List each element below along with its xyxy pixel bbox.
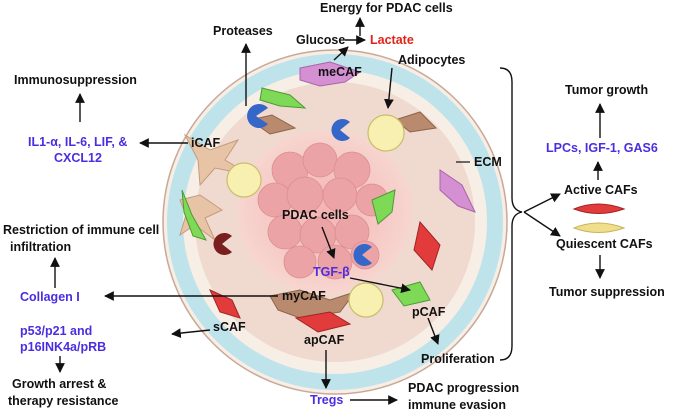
protease-icon [247,104,268,128]
icaf-label: iCAF [191,136,221,150]
adipocyte [226,162,262,198]
adipocytes-label: Adipocytes [398,53,465,67]
cytokines-label-line2: CXCL12 [54,151,102,165]
active-cafs-label: Active CAFs [564,183,638,197]
pdac-to-tgfb-arrow [321,226,336,259]
mecaf-to-glucose-arrow [333,46,349,61]
proliferation-label: Proliferation [421,352,495,366]
protease-icon [213,233,232,255]
p53-label-line1: p53/p21 and [20,324,92,338]
quiescent-cafs-label: Quiescent CAFs [556,237,653,251]
pdac-cells-label: PDAC cells [282,208,349,222]
tgfb-to-pcaf-arrow [349,277,411,294]
proteases-label: Proteases [213,24,273,38]
scaf-label: sCAF [213,320,246,334]
tumor-microenvironment [162,49,508,395]
pdac-progression-label-line2: immune evasion [408,398,506,411]
mycaf-label: myCAF [282,289,326,303]
scaf-to-p53-arrow [171,328,211,338]
quiescent-caf-icon [572,222,626,233]
adipocytes-arrow [384,67,394,109]
growth-arrest-label-line2: therapy resistance [8,394,119,408]
tgfb-label: TGF-β [313,265,350,279]
restriction-label-line2: infiltration [10,240,71,254]
adipocyte [367,114,405,152]
protease-icon [331,119,350,141]
tumor-suppression-label: Tumor suppression [549,285,665,299]
tumor-growth-label: Tumor growth [565,83,648,97]
ecm-fiber-ring [167,54,503,390]
collagen-label: Collagen I [20,290,80,304]
lactate-label: Lactate [370,33,414,47]
glucose-label: Glucose [296,33,345,47]
restriction-label-line1: Restriction of immune cell [3,223,159,237]
apcaf-cells [208,220,441,333]
cytokines-label-line1: IL1-α, IL-6, LIF, & [28,135,127,149]
protease-icons [213,104,372,266]
growth-arrest-label-line1: Growth arrest & [12,377,106,391]
adipocyte [348,282,384,318]
brace-to-quiescent-arrow [523,211,561,237]
immunosuppression-label: Immunosuppression [14,73,137,87]
active-caf-icon [572,203,626,214]
tregs-label: Tregs [310,393,343,407]
pcaf-label: pCAF [412,305,446,319]
mecaf-label: meCAF [318,65,362,79]
mecaf-cells [299,61,476,213]
adipocyte-cells [226,114,405,318]
energy-label: Energy for PDAC cells [320,1,453,15]
pcaf-to-proliferation-arrow [427,317,440,345]
curly-brace [499,67,523,361]
brace-to-active-arrow [523,193,561,213]
ecm-label: ECM [474,155,502,169]
p53-label-line2: p16INK4a/pRB [20,340,106,354]
lpcs-label: LPCs, IGF-1, GAS6 [546,141,658,155]
protease-icon [353,244,372,266]
apcaf-label: apCAF [304,333,345,347]
pdac-progression-label-line1: PDAC progression [408,381,519,395]
